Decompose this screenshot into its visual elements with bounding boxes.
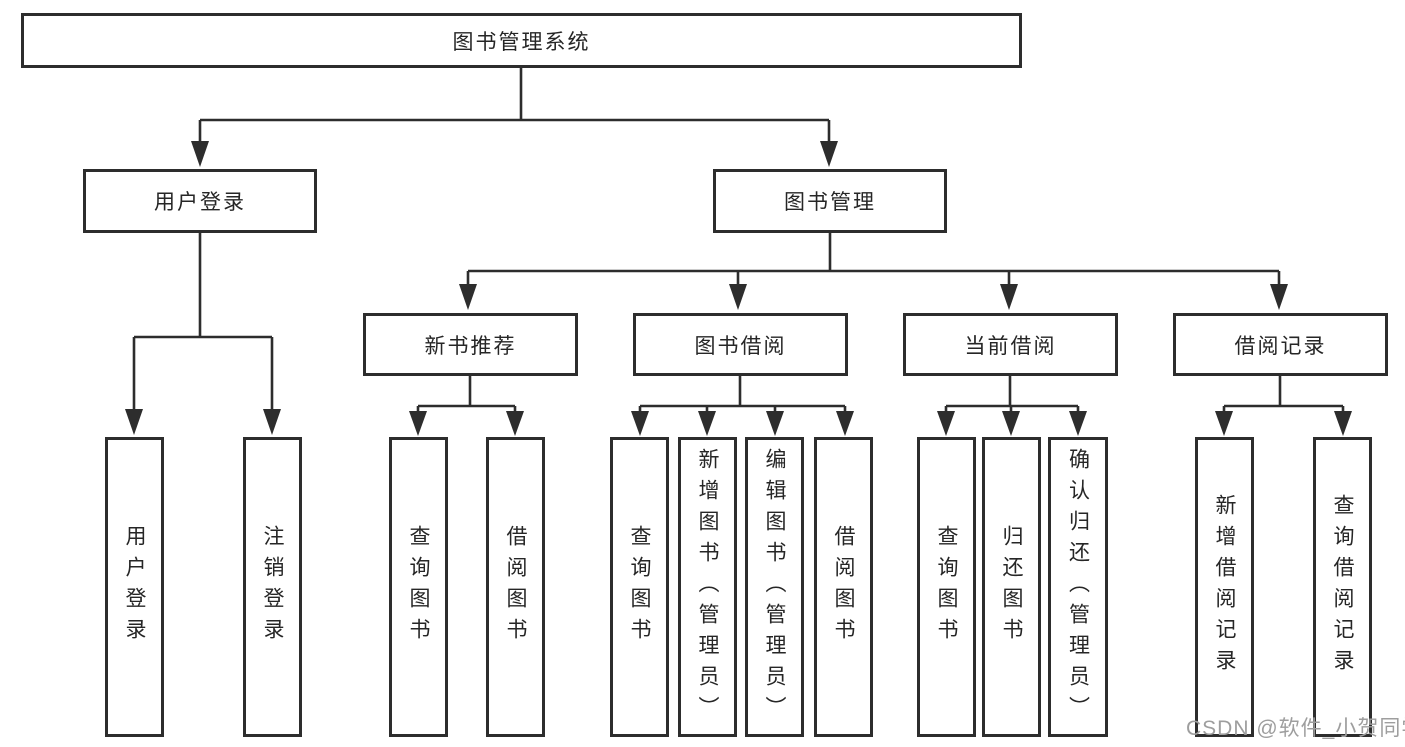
csdn-watermark: CSDN @软件_小贺同学	[1186, 717, 1405, 740]
node-current-borrow-label: 当前借阅	[964, 334, 1057, 358]
node-leaf-borrow-book-2: 借阅图书	[814, 437, 873, 737]
node-user-login: 用户登录	[83, 169, 317, 233]
node-book-management: 图书管理	[713, 169, 947, 233]
node-leaf-query-book-3: 查询图书	[917, 437, 976, 737]
node-leaf-logout-label: 注销登录	[261, 525, 284, 649]
node-leaf-query-book-1: 查询图书	[389, 437, 448, 737]
node-leaf-return-book-label: 归还图书	[1000, 525, 1023, 649]
node-borrow-records: 借阅记录	[1173, 313, 1388, 376]
node-leaf-add-borrow-record: 新增借阅记录	[1195, 437, 1254, 737]
node-root-label: 图书管理系统	[452, 30, 591, 54]
node-root-system: 图书管理系统	[21, 13, 1022, 68]
node-leaf-borrow-book-1-label: 借阅图书	[504, 525, 527, 649]
node-leaf-logout: 注销登录	[243, 437, 302, 737]
node-leaf-user-login: 用户登录	[105, 437, 164, 737]
node-leaf-add-book-admin: 新增图书（管理员）	[678, 437, 737, 737]
node-leaf-borrow-book-1: 借阅图书	[486, 437, 545, 737]
node-leaf-edit-book-admin: 编辑图书（管理员）	[745, 437, 804, 737]
node-leaf-confirm-return-admin: 确认归还（管理员）	[1048, 437, 1108, 737]
node-leaf-add-borrow-record-label: 新增借阅记录	[1213, 494, 1236, 680]
node-borrow-records-label: 借阅记录	[1234, 334, 1327, 358]
node-leaf-add-book-admin-label: 新增图书（管理员）	[696, 447, 719, 727]
node-book-borrow: 图书借阅	[633, 313, 848, 376]
node-book-management-label: 图书管理	[784, 191, 876, 214]
node-leaf-query-book-1-label: 查询图书	[407, 525, 430, 649]
node-leaf-borrow-book-2-label: 借阅图书	[832, 525, 855, 649]
node-new-book-recommend: 新书推荐	[363, 313, 578, 376]
node-leaf-query-borrow-record: 查询借阅记录	[1313, 437, 1372, 737]
node-leaf-user-login-label: 用户登录	[123, 525, 146, 649]
node-leaf-query-book-2: 查询图书	[610, 437, 669, 737]
node-leaf-confirm-return-admin-label: 确认归还（管理员）	[1066, 447, 1090, 727]
node-leaf-query-borrow-record-label: 查询借阅记录	[1331, 494, 1354, 680]
node-leaf-query-book-3-label: 查询图书	[935, 525, 958, 649]
node-leaf-return-book: 归还图书	[982, 437, 1041, 737]
node-new-book-recommend-label: 新书推荐	[424, 334, 517, 358]
node-user-login-label: 用户登录	[154, 191, 246, 214]
node-leaf-query-book-2-label: 查询图书	[628, 525, 651, 649]
node-book-borrow-label: 图书借阅	[694, 334, 787, 358]
node-leaf-edit-book-admin-label: 编辑图书（管理员）	[763, 447, 786, 727]
arrowheads	[125, 141, 1352, 436]
node-current-borrow: 当前借阅	[903, 313, 1118, 376]
